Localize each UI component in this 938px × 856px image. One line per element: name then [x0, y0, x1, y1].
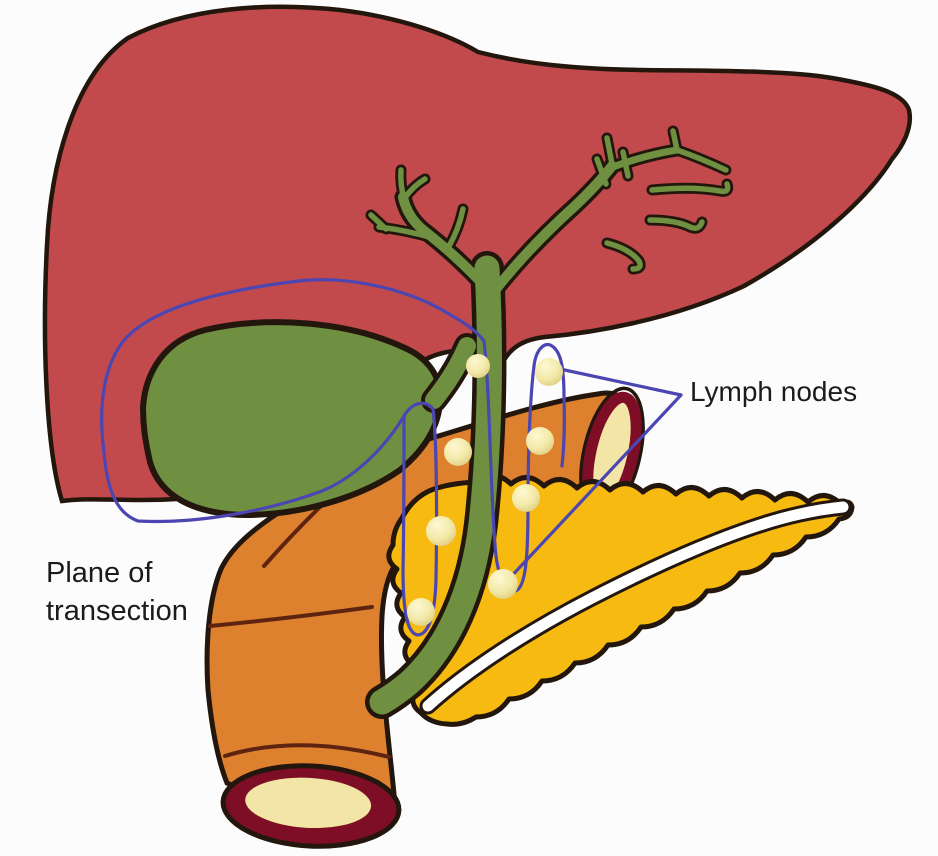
lymph-node-pointer-upper — [558, 367, 683, 397]
lymph-node — [526, 427, 554, 455]
lymph-node — [488, 569, 518, 599]
lymph-node — [444, 438, 472, 466]
lymph-nodes — [407, 354, 563, 626]
lymph-nodes-label: Lymph nodes — [690, 376, 858, 407]
duodenum-crease-middle — [208, 605, 374, 628]
pancreatic-duct — [422, 501, 849, 712]
lymph-node — [426, 516, 456, 546]
gallbladder-shape — [139, 319, 444, 519]
transection-loop-main — [100, 278, 566, 593]
lymph-node — [407, 598, 435, 626]
transection-loop-lower — [102, 401, 439, 637]
bile-duct-tree — [365, 125, 734, 719]
duodenum-cut-end-lower — [220, 763, 402, 849]
lymph-node-pointer-lower — [504, 393, 683, 584]
transection-outline — [100, 278, 683, 637]
pancreas — [386, 473, 855, 727]
lymph-node — [512, 484, 540, 512]
duodenum-crease-lower — [223, 743, 391, 759]
plane-of-transection-label-line2: transection — [46, 595, 188, 627]
lymph-node — [535, 358, 563, 386]
lymph-node — [466, 354, 490, 378]
plane-of-transection-label-line1: Plane of — [46, 557, 153, 589]
plane-of-transection-label: Plane of transection — [46, 554, 188, 630]
